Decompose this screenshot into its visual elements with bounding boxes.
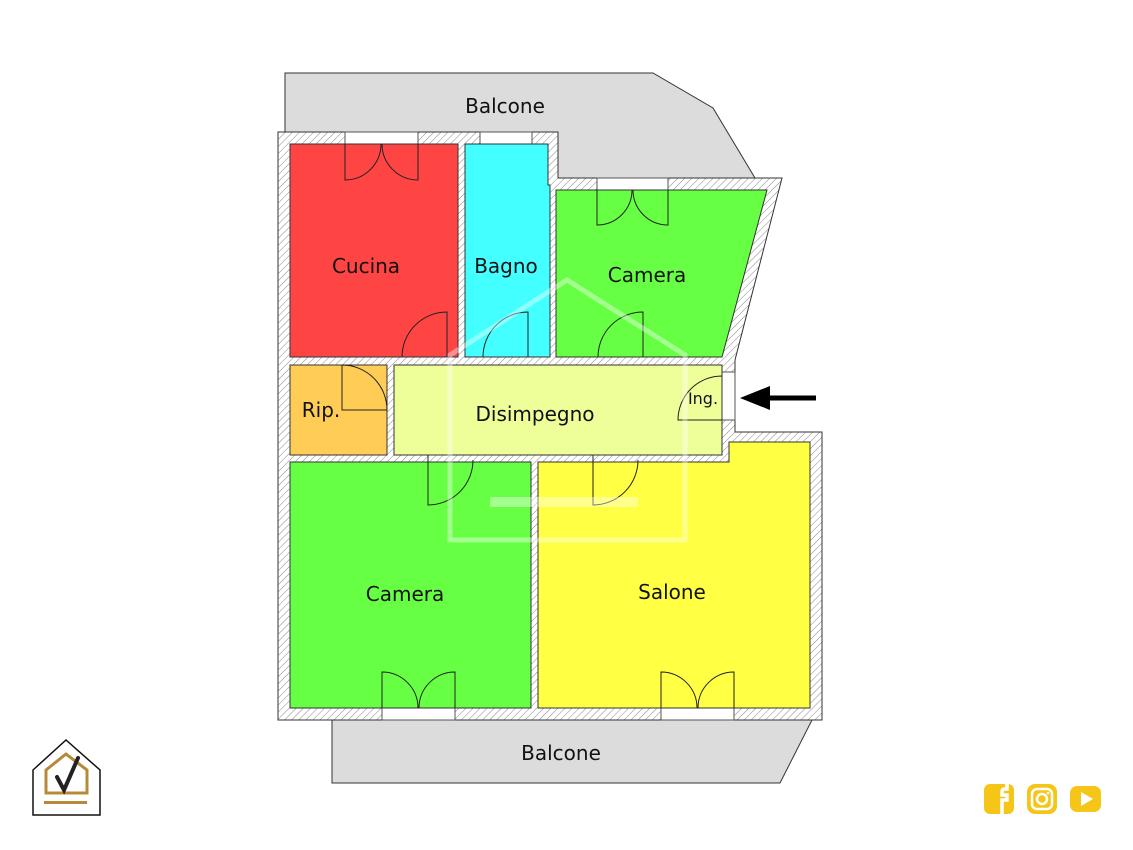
label-camera-bottom: Camera (366, 582, 445, 606)
room-salone (537, 441, 811, 709)
instagram-icon[interactable] (1027, 784, 1057, 814)
youtube-icon[interactable] (1070, 786, 1101, 812)
label-balcone-top: Balcone (465, 94, 545, 118)
facebook-icon[interactable] (984, 784, 1014, 814)
label-ripostiglio: Rip. (302, 398, 341, 422)
label-camera-top: Camera (608, 263, 687, 287)
label-ingresso: Ing. (688, 389, 718, 408)
label-bagno: Bagno (474, 254, 538, 278)
room-camera-top (555, 189, 768, 358)
watermark-logo (447, 277, 688, 543)
room-cucina (289, 143, 459, 358)
windows (344, 131, 736, 721)
label-cucina: Cucina (332, 254, 400, 278)
label-balcone-bottom: Balcone (521, 741, 601, 765)
room-disimpegno (393, 364, 723, 456)
room-bagno (464, 143, 551, 358)
room-camera-bottom (289, 461, 532, 709)
label-salone: Salone (638, 580, 706, 604)
brand-logo (32, 738, 101, 816)
label-disimpegno: Disimpegno (475, 402, 594, 426)
doors (341, 143, 735, 709)
entrance-arrow-icon (740, 386, 816, 410)
